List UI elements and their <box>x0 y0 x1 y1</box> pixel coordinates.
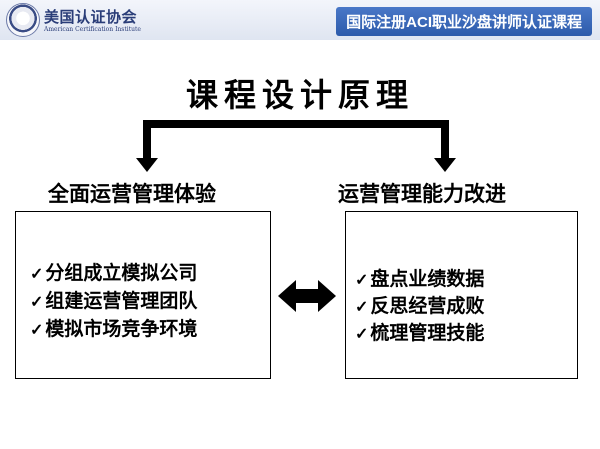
left-item: ✓组建运营管理团队 <box>30 286 197 313</box>
right-heading: 运营管理能力改进 <box>338 183 506 206</box>
main-title: 课程设计原理 <box>185 77 414 113</box>
right-item: ✓梳理管理技能 <box>355 318 484 345</box>
down-arrow-right-icon <box>434 158 456 172</box>
right-item: ✓盘点业绩数据 <box>355 264 484 291</box>
item-label: 分组成立模拟公司 <box>45 263 198 284</box>
left-item: ✓分组成立模拟公司 <box>30 258 197 285</box>
left-box <box>15 211 271 379</box>
item-label: 梳理管理技能 <box>370 323 485 344</box>
item-label: 反思经营成败 <box>370 296 485 317</box>
left-item: ✓模拟市场竞争环境 <box>30 314 197 341</box>
down-arrow-left-icon <box>136 158 158 172</box>
check-icon: ✓ <box>355 326 369 343</box>
course-title: 国际注册ACI职业沙盘讲师认证课程 <box>336 7 592 36</box>
aci-seal-logo <box>6 3 40 37</box>
org-subtitle: American Certification Institute <box>44 26 141 33</box>
check-icon: ✓ <box>30 266 44 283</box>
bracket-line <box>143 120 449 160</box>
item-label: 组建运营管理团队 <box>45 291 198 312</box>
org-name: 美国认证协会 <box>44 8 138 26</box>
right-box <box>345 211 578 379</box>
right-item: ✓反思经营成败 <box>355 291 484 318</box>
check-icon: ✓ <box>30 294 44 311</box>
item-label: 盘点业绩数据 <box>370 269 485 290</box>
left-heading: 全面运营管理体验 <box>48 183 216 206</box>
check-icon: ✓ <box>30 322 44 339</box>
check-icon: ✓ <box>355 299 369 316</box>
check-icon: ✓ <box>355 272 369 289</box>
double-arrow-icon <box>278 280 336 312</box>
header-bar: 美国认证协会 American Certification Institute … <box>0 0 600 40</box>
item-label: 模拟市场竞争环境 <box>45 319 198 340</box>
